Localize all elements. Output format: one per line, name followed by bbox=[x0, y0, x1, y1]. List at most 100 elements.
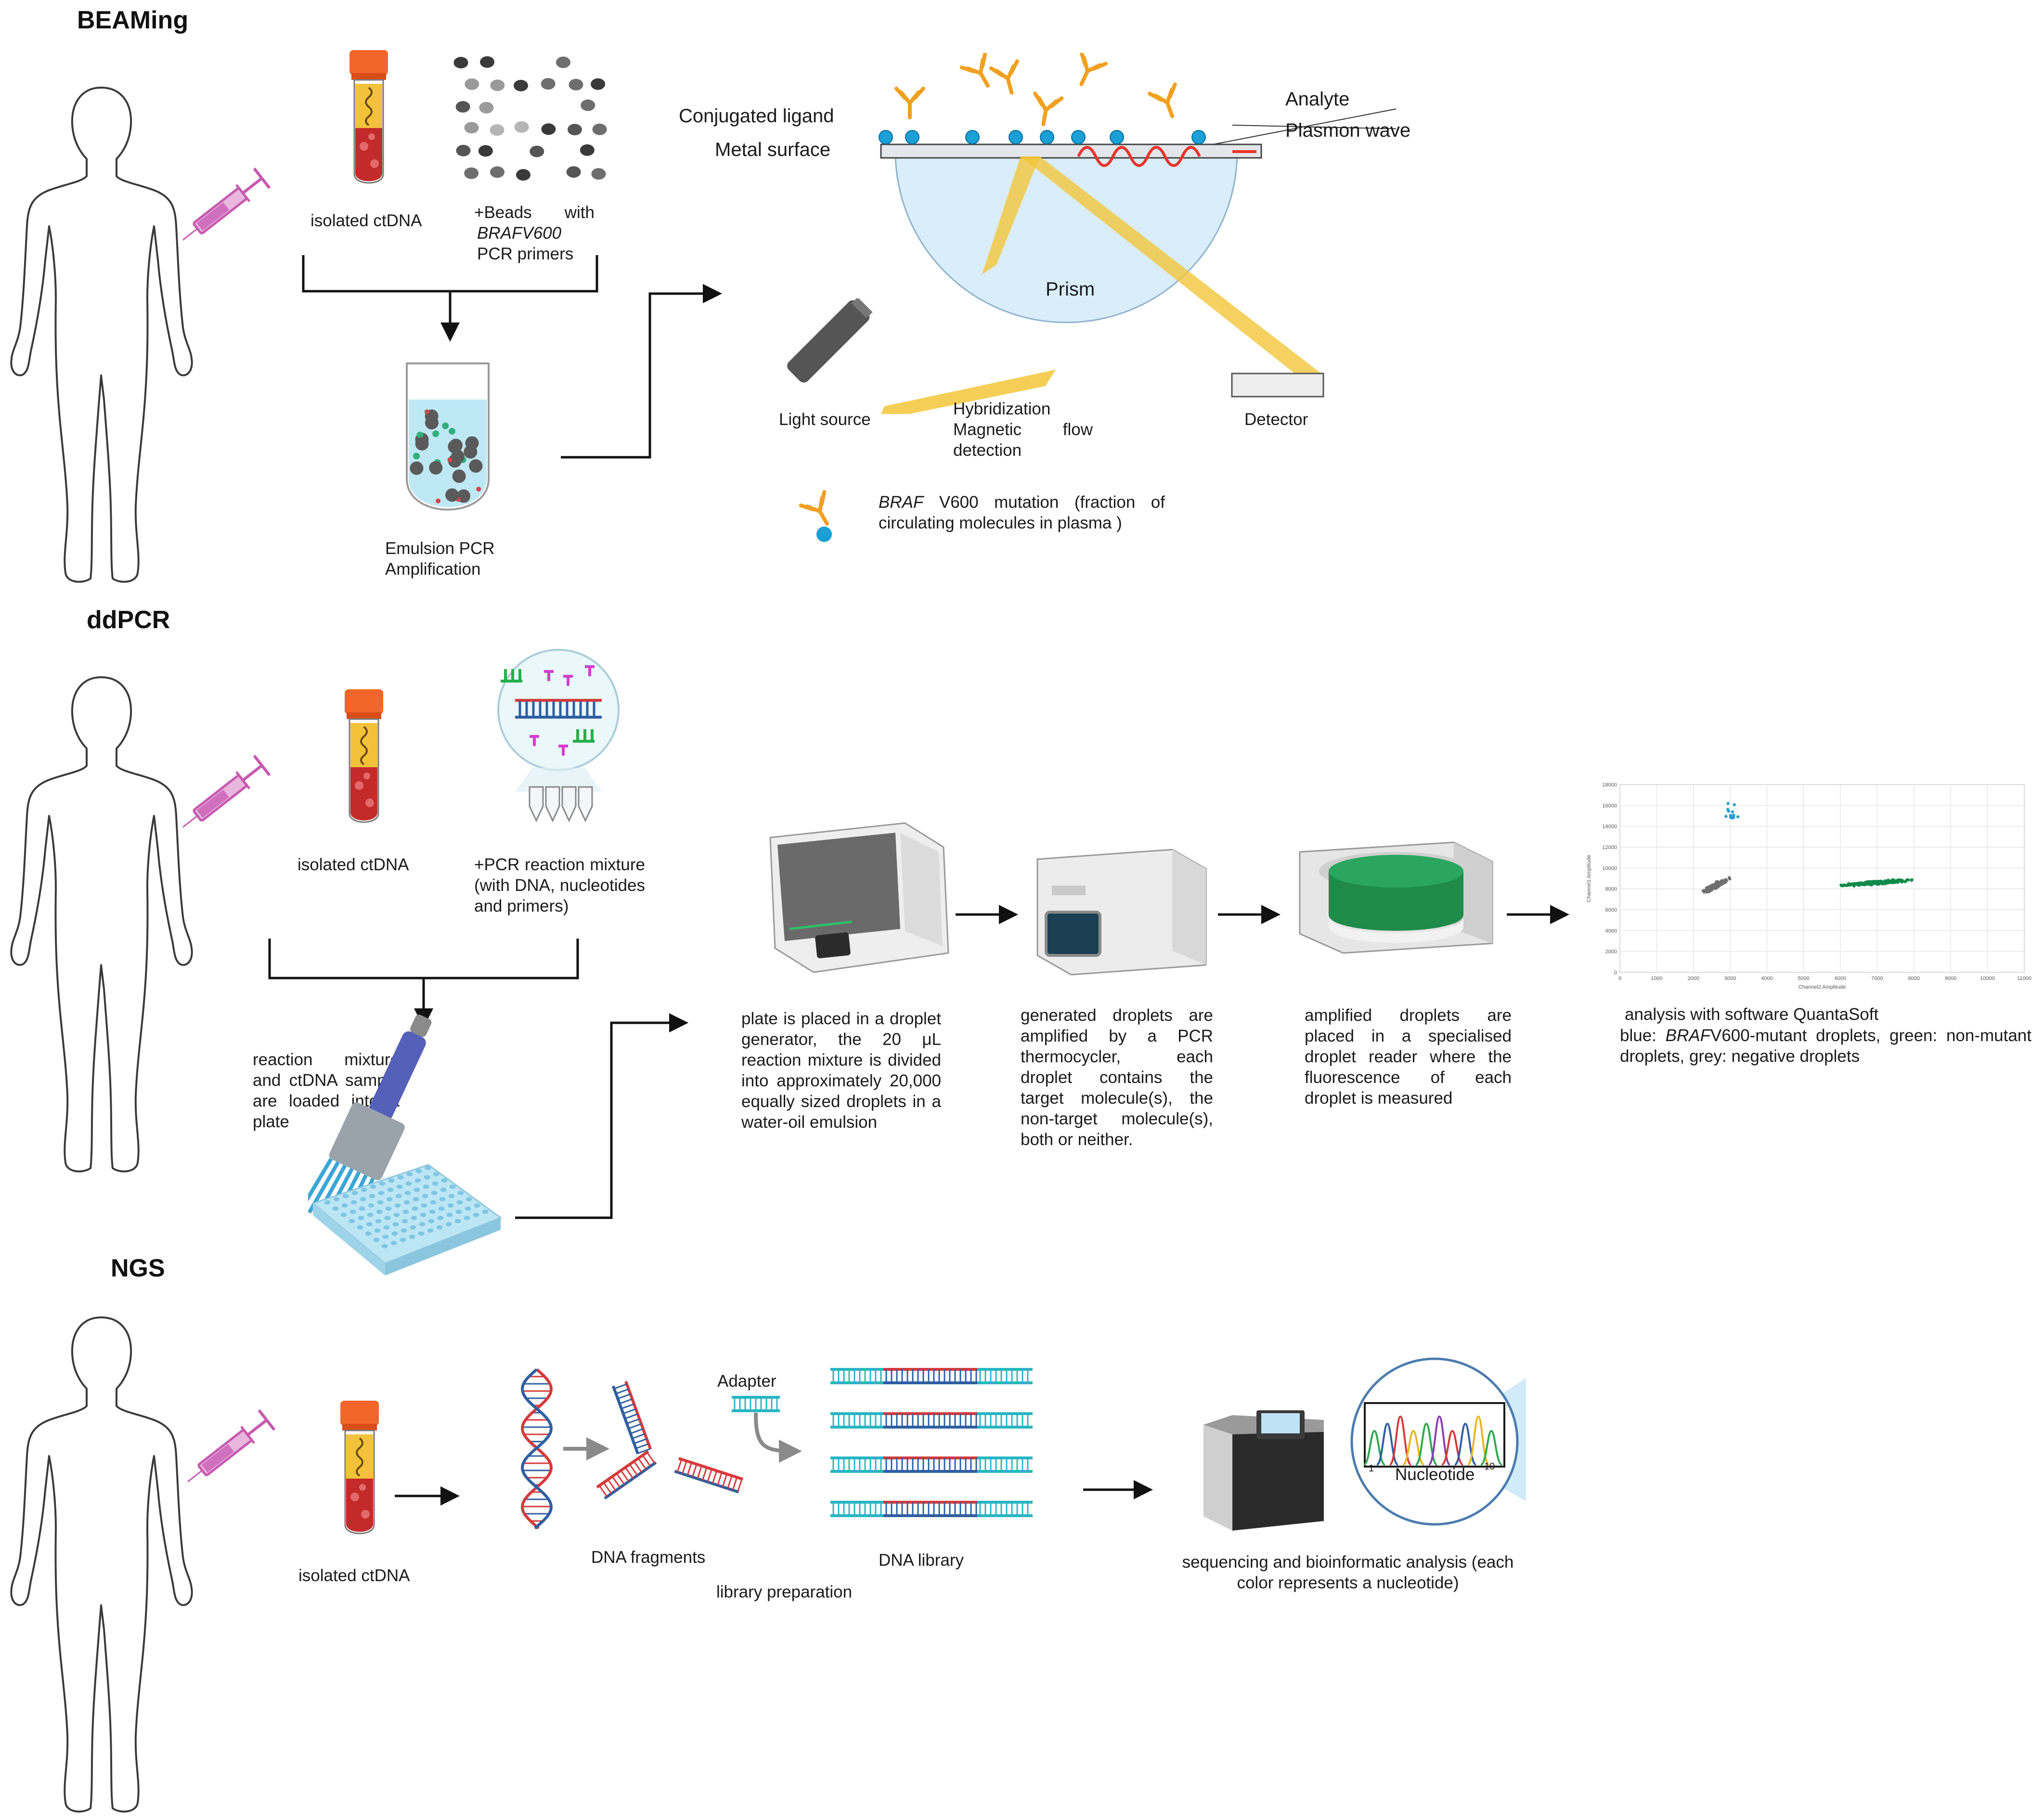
spr-prism-icon bbox=[878, 108, 1396, 414]
plate-well bbox=[441, 1178, 448, 1183]
droplet-point bbox=[1726, 802, 1730, 805]
plate-well bbox=[440, 1187, 447, 1192]
plate-well bbox=[401, 1228, 407, 1233]
plate-well bbox=[446, 1212, 453, 1217]
bead bbox=[490, 79, 505, 91]
dna-ladder bbox=[830, 1501, 883, 1517]
plate-well bbox=[445, 1222, 452, 1226]
plate-well bbox=[405, 1181, 412, 1186]
plate-well bbox=[378, 1191, 385, 1195]
plate-well bbox=[332, 1206, 339, 1211]
dna-fragments-label: DNA fragments bbox=[591, 1548, 706, 1567]
x-tick-label: 1000 bbox=[1651, 976, 1662, 981]
plate-well bbox=[474, 1203, 480, 1208]
dna-ladder bbox=[883, 1501, 977, 1517]
droplet-point bbox=[1852, 882, 1856, 886]
plate-well bbox=[466, 1197, 472, 1201]
bead bbox=[541, 123, 556, 135]
human-body-icon bbox=[10, 1316, 193, 1813]
syringe-icon bbox=[183, 751, 279, 828]
plate-well bbox=[385, 1206, 392, 1211]
ligand-bead bbox=[1110, 130, 1124, 144]
droplet-point bbox=[1910, 878, 1914, 882]
blood-tube-icon bbox=[345, 689, 384, 823]
dna-ladder bbox=[732, 1396, 780, 1412]
analyte-antibody bbox=[962, 54, 999, 92]
x-tick-label: 11000 bbox=[2017, 976, 2031, 981]
plate-well bbox=[394, 1203, 401, 1208]
plate-well bbox=[384, 1216, 391, 1220]
bead bbox=[516, 169, 530, 181]
plate-well bbox=[366, 1222, 373, 1226]
syringe-icon bbox=[183, 164, 279, 241]
droplet-point bbox=[1729, 815, 1733, 819]
ligand-bead bbox=[905, 130, 919, 144]
bead bbox=[464, 122, 479, 134]
beads-icon bbox=[453, 56, 607, 181]
droplet-point bbox=[1716, 884, 1719, 888]
droplet-point bbox=[1840, 884, 1843, 888]
plate-well bbox=[340, 1212, 347, 1217]
droplet-point bbox=[1733, 803, 1736, 807]
plate-well bbox=[409, 1235, 415, 1239]
blood-tube-icon bbox=[349, 50, 389, 184]
plate-well bbox=[376, 1210, 383, 1214]
plate-well bbox=[357, 1225, 363, 1230]
droplet-point bbox=[1846, 884, 1849, 887]
plate-well bbox=[379, 1181, 386, 1186]
droplet-point bbox=[1727, 810, 1730, 813]
plate-well bbox=[369, 1194, 375, 1198]
dna-ladder bbox=[611, 1380, 652, 1455]
x-tick-label: 8000 bbox=[1908, 976, 1920, 981]
bead bbox=[580, 144, 595, 156]
ngs-title: NGS bbox=[111, 1254, 165, 1282]
plate-well bbox=[381, 1244, 388, 1249]
x-tick-label: 2000 bbox=[1687, 976, 1699, 981]
plate-well bbox=[374, 1228, 381, 1233]
plate-well bbox=[414, 1178, 421, 1183]
ligand-bead bbox=[1009, 130, 1023, 144]
dna-mix-magnifier-icon bbox=[497, 649, 620, 823]
droplet-point bbox=[1889, 879, 1892, 883]
human-body-icon bbox=[10, 87, 193, 583]
dna-ladder bbox=[883, 1456, 977, 1473]
plate-well bbox=[403, 1200, 410, 1205]
flow-arrows bbox=[268, 255, 1569, 1506]
plate-well bbox=[349, 1219, 355, 1224]
droplet-point bbox=[1731, 810, 1734, 813]
adapter-label: Adapter bbox=[717, 1372, 776, 1391]
analyte-label: Analyte bbox=[1285, 89, 1350, 110]
emulsion-bead bbox=[449, 438, 463, 452]
bead bbox=[592, 123, 607, 135]
bead bbox=[569, 78, 583, 90]
antibody-ligand-array bbox=[879, 53, 1206, 144]
detector-label: Detector bbox=[1244, 410, 1308, 429]
plate-well bbox=[410, 1225, 416, 1230]
ligand-bead bbox=[965, 130, 980, 144]
analyte-antibody bbox=[1030, 93, 1062, 127]
bead bbox=[490, 124, 505, 136]
emulsion-tube-icon bbox=[406, 362, 490, 511]
plate-well bbox=[421, 1203, 427, 1208]
plate-well bbox=[431, 1191, 438, 1195]
emulsion-droplet bbox=[436, 498, 441, 503]
x-tick-label: 0 bbox=[1618, 976, 1621, 981]
droplet-point bbox=[1883, 881, 1887, 885]
plate-well bbox=[482, 1210, 489, 1214]
emulsion-pcr-label: Emulsion PCR Amplification bbox=[385, 539, 495, 579]
plate-well bbox=[359, 1206, 365, 1211]
bead bbox=[478, 145, 493, 157]
x-tick-label: 3000 bbox=[1724, 976, 1736, 981]
dna-ladder bbox=[977, 1456, 1033, 1473]
y-tick-label: 4000 bbox=[1605, 928, 1617, 934]
dna-library-label: DNA library bbox=[879, 1551, 964, 1570]
bead bbox=[556, 56, 570, 68]
bead bbox=[490, 166, 505, 178]
x-tick-label: 6000 bbox=[1835, 976, 1846, 981]
thermocycler-label: generated droplets are amplified by a PC… bbox=[1021, 1006, 1213, 1149]
plate-well bbox=[375, 1219, 382, 1224]
metal-surface-label: Metal surface bbox=[715, 139, 831, 160]
y-tick-label: 14000 bbox=[1602, 824, 1617, 830]
